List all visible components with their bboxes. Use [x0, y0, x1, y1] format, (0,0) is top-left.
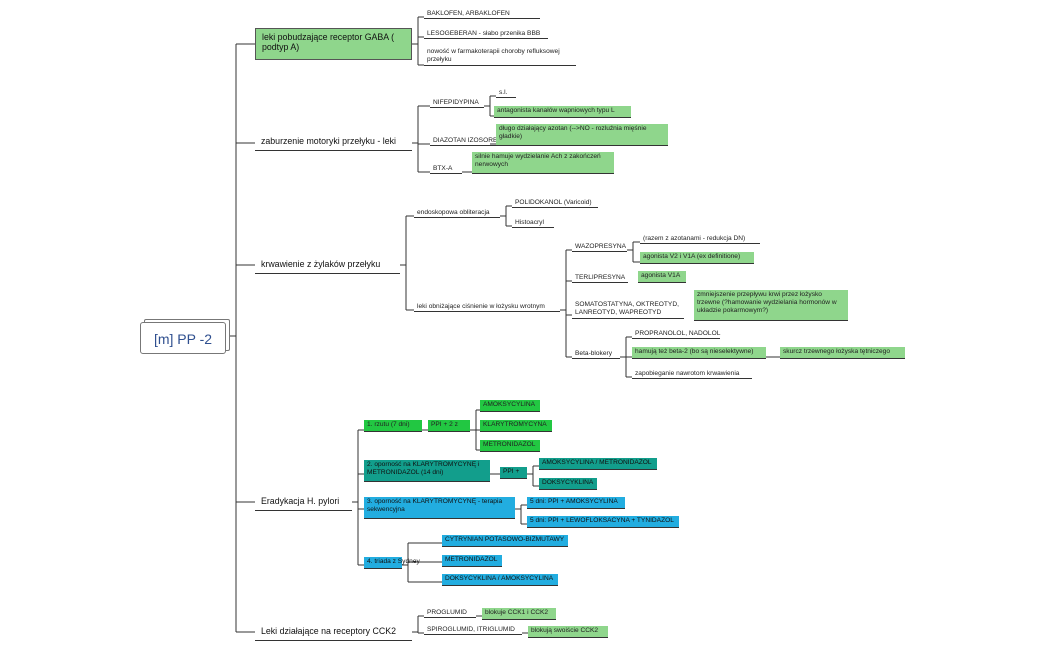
branch-motility[interactable]: zaburzenie motoryki przełyku - leki [255, 133, 412, 151]
betablokery-node[interactable]: Beta-blokery [572, 349, 620, 359]
hp-amoks-metro[interactable]: AMOKSYCYLINA / METRONIDAZOL [539, 458, 657, 470]
root-node[interactable]: [m] PP -2 [140, 322, 226, 354]
btx-desc[interactable]: silnie hamuje wydzielanie Ach z zakończe… [472, 152, 614, 174]
terlipresyna-node[interactable]: TERLIPRESYNA [572, 273, 628, 283]
somatostatyna-node[interactable]: SOMATOSTATYNA, OKTREOTYD, LANREOTYD, WAP… [572, 300, 684, 319]
pressure-node[interactable]: leki obniżające ciśnienie w łożysku wrot… [414, 302, 560, 312]
skurcz-desc[interactable]: skurcz trzewnego łożyska tętniczego [780, 347, 905, 359]
somatostatyna-desc[interactable]: zmniejszenie przepływu krwi przez łożysk… [694, 290, 848, 321]
gaba-item-nowosc[interactable]: nowość w farmakoterapii choroby reflukso… [424, 47, 576, 66]
branch-gaba-label: leki pobudzające receptor GABA ( podtyp … [262, 32, 395, 52]
hp-amoks[interactable]: AMOKSYCYLINA [480, 400, 540, 412]
gaba-item-lesogeberan[interactable]: LESOGEBERAN - słabo przenika BBB [424, 29, 548, 39]
wazopresyna-desc[interactable]: agonista V2 i V1A (ex definitione) [640, 252, 754, 264]
hp-ppiplus[interactable]: PPI + [500, 467, 527, 479]
histoacryl-node[interactable]: Histoacryl [512, 218, 554, 228]
hp-line4[interactable]: 4. triada z Sydney [364, 557, 420, 569]
propranolol-node[interactable]: PROPRANOLOL, NADOLOL [632, 329, 720, 339]
hp-line3[interactable]: 3. oporność na KLARYTROMYCYNĘ - terapia … [364, 497, 515, 519]
cck2-spiro[interactable]: SPIROGLUMID, ITRIGLUMID [424, 625, 522, 635]
cck2-proglumid-desc[interactable]: blokuje CCK1 i CCK2 [482, 608, 556, 620]
branch-varices-label: krwawienie z żylaków przełyku [261, 259, 381, 269]
hp-ppi2z[interactable]: PPI + 2 z [428, 420, 470, 432]
gaba-item-baklofen[interactable]: BAKLOFEN, ARBAKLOFEN [424, 9, 540, 19]
wazopresyna-note[interactable]: (razem z azotanami - redukcja DN) [640, 234, 760, 244]
cck2-proglumid[interactable]: PROGLUMID [424, 608, 476, 618]
terlipresyna-desc[interactable]: agonista V1A [638, 271, 686, 283]
hp-seq2[interactable]: 5 dni: PPI + LEWOFLOKSACYNA + TYNIDAZOL [527, 516, 679, 528]
btx-node[interactable]: BTX-A [430, 164, 462, 174]
nifedipine-desc[interactable]: antagonista kanałów wapniowych typu L [494, 106, 631, 118]
diazotan-node[interactable]: DIAZOTAN IZOSORBIDU [430, 136, 509, 146]
wazopresyna-node[interactable]: WAZOPRESYNA [572, 242, 627, 252]
hp-line2[interactable]: 2. oporność na KLARYTROMYCYNĘ i METRONID… [364, 460, 490, 482]
branch-hpylori-label: Eradykacja H. pylori [261, 496, 340, 506]
branch-motility-label: zaburzenie motoryki przełyku - leki [261, 136, 396, 146]
hp-metro[interactable]: METRONIDAZOL [480, 440, 540, 452]
polidokanol-node[interactable]: POLIDOKANOL (Varicoid) [512, 198, 598, 208]
hp-klary[interactable]: KLARYTROMYCYNA [480, 420, 552, 432]
nifedipine-route[interactable]: s.l. [496, 88, 516, 98]
diazotan-desc[interactable]: długo działający azotan (-->NO - rozluźn… [496, 124, 668, 146]
root-label: [m] PP -2 [153, 331, 213, 347]
branch-gaba[interactable]: leki pobudzające receptor GABA ( podtyp … [255, 28, 412, 60]
hp-seq1[interactable]: 5 dni: PPI + AMOKSYCYLINA [527, 497, 625, 509]
branch-hpylori[interactable]: Eradykacja H. pylori [255, 493, 352, 511]
nifedipine-node[interactable]: NIFEPIDYPINA [430, 98, 484, 108]
beta2-desc[interactable]: hamują też beta-2 (bo są nieselektywne) [632, 347, 766, 359]
zapobieganie-node[interactable]: zapobieganie nawrotom krwawienia [632, 369, 752, 379]
hp-metro2[interactable]: METRONIDAZOL [442, 555, 502, 567]
branch-varices[interactable]: krwawienie z żylaków przełyku [255, 256, 400, 274]
hp-cytr[interactable]: CYTRYNIAN POTASOWO-BIZMUTAWY [442, 535, 568, 547]
hp-doksy[interactable]: DOKSYCYKLINA [539, 478, 597, 490]
branch-cck2-label: Leki działające na receptory CCK2 [261, 626, 396, 636]
hp-line1[interactable]: 1. rzutu (7 dni) [364, 420, 422, 432]
endo-node[interactable]: endoskopowa obliteracja [414, 208, 500, 218]
hp-doksy-amoks[interactable]: DOKSYCYKLINA / AMOKSYCYLINA [442, 574, 558, 586]
cck2-spiro-desc[interactable]: blokują swoiście CCK2 [528, 626, 608, 638]
branch-cck2[interactable]: Leki działające na receptory CCK2 [255, 623, 412, 641]
